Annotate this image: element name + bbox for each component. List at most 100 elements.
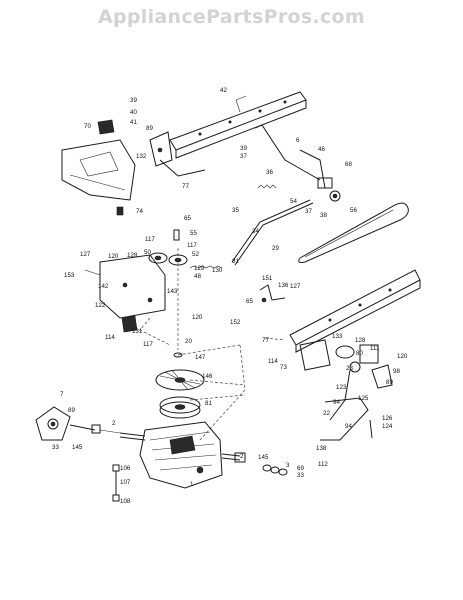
callout-126: 126 (382, 415, 393, 422)
callout-77: 77 (262, 337, 269, 344)
callout-124: 124 (382, 423, 393, 430)
bracket-98 (371, 364, 393, 389)
leader-lines (139, 248, 286, 441)
callout-143: 143 (167, 288, 178, 295)
callout-127: 127 (80, 251, 91, 258)
callout-114: 114 (105, 334, 115, 341)
callout-81: 81 (205, 400, 212, 407)
callout-48: 48 (194, 273, 201, 280)
transaxle-1 (119, 421, 246, 489)
callout-31: 31 (232, 258, 239, 265)
callout-35: 35 (232, 207, 239, 214)
callout-114: 114 (268, 358, 278, 365)
clip-70 (97, 119, 115, 135)
callout-70: 70 (84, 123, 91, 130)
callout-106: 106 (120, 465, 131, 472)
callout-131: 131 (132, 328, 143, 335)
idler-pulleys (148, 229, 188, 266)
callout-68: 68 (345, 161, 352, 168)
watermark-text: AppliancePartsPros.com (97, 6, 365, 28)
callout-142: 142 (98, 283, 109, 290)
callout-41: 41 (130, 119, 137, 126)
callout-128: 128 (127, 252, 138, 259)
callout-7: 7 (60, 391, 64, 398)
bolt-74 (116, 206, 124, 216)
callout-1: 1 (190, 481, 194, 488)
upper-frame-rail (169, 91, 307, 159)
callout-133: 133 (332, 333, 343, 340)
callout-3: 3 (286, 462, 290, 469)
callout-147: 147 (195, 354, 206, 361)
callout-89: 89 (146, 125, 153, 132)
spring-31 (189, 265, 223, 269)
callout-37: 37 (305, 208, 312, 215)
callout-130: 130 (212, 267, 223, 274)
callout-2: 2 (112, 420, 116, 427)
rod-106 (112, 464, 120, 502)
callout-55: 55 (190, 230, 197, 237)
bracket-132 (149, 131, 206, 177)
axle-hardware-right (262, 464, 288, 476)
callout-117: 117 (145, 236, 155, 243)
callout-56: 56 (350, 207, 357, 214)
wheel-hub-left (35, 406, 121, 441)
callout-37: 37 (240, 153, 247, 160)
callout-2: 2 (240, 453, 244, 460)
callout-146: 146 (202, 373, 213, 380)
fan-pulley-146 (155, 369, 205, 391)
drive-belt-56 (298, 202, 409, 263)
callout-120: 120 (192, 314, 203, 321)
callout-89: 89 (68, 407, 75, 414)
callout-74: 74 (136, 208, 143, 215)
callout-23: 23 (346, 365, 353, 372)
callout-128: 128 (355, 337, 366, 344)
brake-assembly (299, 339, 379, 441)
callout-122: 122 (95, 302, 106, 309)
callout-108: 108 (120, 498, 131, 505)
callout-54: 54 (290, 198, 297, 205)
callout-94: 94 (333, 399, 340, 406)
callout-73: 73 (280, 364, 287, 371)
fender-panel (61, 139, 136, 201)
callout-52: 52 (192, 251, 199, 258)
callout-42: 42 (220, 87, 227, 94)
callout-111: 111 (370, 345, 380, 352)
callout-117: 117 (143, 341, 153, 348)
callout-46: 46 (318, 146, 325, 153)
callout-98: 98 (393, 368, 400, 375)
shift-rod-assembly (254, 124, 341, 202)
callout-123: 123 (336, 384, 347, 391)
callout-89: 89 (386, 379, 393, 386)
callout-138: 138 (316, 445, 327, 452)
callout-127: 127 (290, 283, 301, 290)
lever-151 (259, 284, 286, 303)
callout-112: 112 (318, 461, 328, 468)
callout-20: 20 (185, 338, 192, 345)
callout-145: 145 (258, 454, 269, 461)
callout-65: 65 (184, 215, 191, 222)
callout-151: 151 (262, 275, 273, 282)
spring-36 (257, 184, 277, 189)
callout-38: 38 (320, 212, 327, 219)
side-frame-rail (289, 269, 421, 353)
callout-36: 36 (266, 169, 273, 176)
callout-132: 132 (136, 153, 147, 160)
callout-77: 77 (182, 183, 189, 190)
callout-120: 120 (108, 253, 119, 260)
callout-125: 125 (358, 395, 369, 402)
mount-131 (121, 315, 138, 333)
callout-117: 117 (187, 242, 197, 249)
callout-80: 80 (356, 350, 363, 357)
callout-22: 22 (323, 410, 330, 417)
callout-39: 39 (240, 145, 247, 152)
callout-152: 152 (230, 319, 241, 326)
drive-pulley-81 (159, 396, 201, 419)
callout-69: 69 (297, 465, 304, 472)
callout-94: 94 (345, 423, 352, 430)
callout-65: 65 (246, 298, 253, 305)
callout-145: 145 (72, 444, 83, 451)
callout-136: 136 (278, 282, 289, 289)
callout-6: 6 (296, 137, 300, 144)
